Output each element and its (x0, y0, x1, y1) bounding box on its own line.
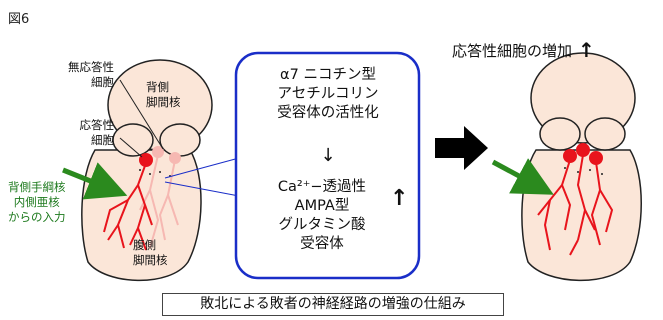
right-cell-body-left (539, 117, 581, 151)
figure-caption: 敗北による敗者の神経経路の増強の仕組み (162, 293, 504, 316)
leader-responsive (119, 137, 143, 158)
left-cell-body-right (159, 123, 201, 157)
transition-arrow (435, 126, 488, 170)
input-arrow-left (62, 162, 128, 200)
nonresponsive-dendrites (139, 154, 179, 249)
right-brain (521, 52, 642, 282)
up-arrow-icon: ↑ (578, 38, 595, 62)
figure-label: 図6 (8, 12, 30, 27)
label-ventral-ipn: 腹側 脚間核 (133, 238, 168, 267)
responsive-cell (139, 153, 153, 167)
synapse-dots (564, 167, 603, 175)
label-input-source: 背側手綱核 内側亜核 からの入力 (8, 180, 66, 224)
label-nonresponsive-cell: 無応答性 細胞 (68, 60, 114, 89)
callout-line-top (164, 157, 240, 179)
mechanism-box (234, 51, 421, 280)
label-responsive-cell: 応答性 細胞 (79, 118, 115, 147)
responsive-cell (589, 151, 603, 165)
increase-caption: 応答性細胞の増加 ↑ (452, 38, 595, 62)
ampa-receptor-text: Ca²⁺−透過性 AMPA型 グルタミン酸 受容体 (277, 179, 367, 252)
up-arrow-icon: ↑ (390, 186, 409, 211)
right-cell-body-right (584, 117, 626, 151)
nonresponsive-cell (152, 146, 164, 158)
input-arrow-right (491, 158, 554, 195)
nonresponsive-cell (169, 152, 181, 164)
responsive-cell (563, 149, 577, 163)
receptor-activation-text: α7 ニコチン型 アセチルコリン 受容体の活性化 (277, 67, 379, 121)
responsive-dendrites (103, 162, 153, 251)
label-dorsal-ipn: 背側 脚間核 (146, 80, 181, 109)
responsive-dendrites (537, 154, 614, 256)
callout-line-bottom (164, 181, 240, 197)
down-arrow-icon: ↓ (320, 145, 336, 166)
left-cell-body-left (112, 123, 154, 157)
leader-nonresponsive (119, 79, 164, 150)
responsive-cell (576, 143, 590, 157)
increase-caption-text: 応答性細胞の増加 (452, 41, 573, 60)
